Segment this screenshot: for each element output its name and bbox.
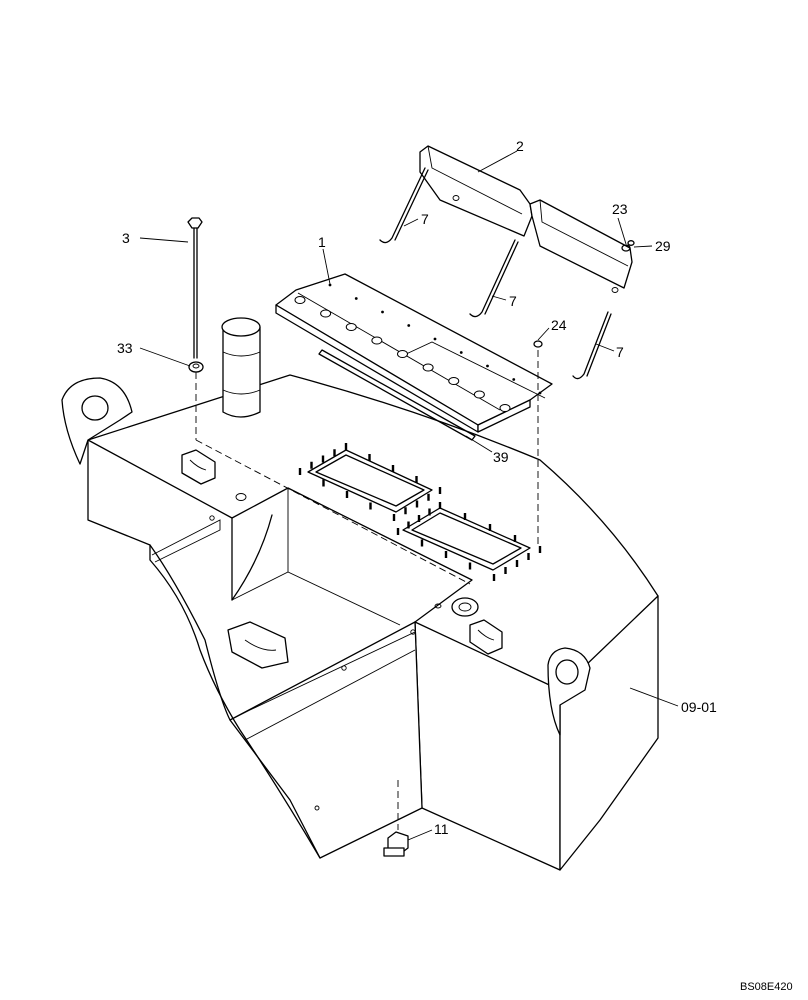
- access-opening-left: [307, 449, 433, 513]
- plate-hole: [345, 323, 357, 331]
- plate-hole-small: [512, 378, 516, 381]
- plate-hole: [499, 404, 511, 412]
- lifting-lug-left: [61, 377, 133, 465]
- top-bracket-right: [469, 619, 503, 655]
- plate-hole-small: [538, 391, 542, 395]
- rivet: [410, 629, 416, 635]
- callout-3: 3: [122, 230, 130, 246]
- cover-plate: [275, 273, 553, 433]
- fill-port: [451, 597, 479, 617]
- plate-hole: [397, 350, 408, 358]
- dipstick-hole: [235, 493, 247, 501]
- plate-hole: [320, 309, 332, 318]
- callout-24: 24: [551, 317, 567, 333]
- counterweight-body: [87, 374, 659, 871]
- plate-hole-small: [433, 337, 437, 341]
- plate-hole: [422, 363, 434, 372]
- filter-canister: [221, 317, 261, 418]
- rivet: [314, 805, 320, 811]
- bolt-hole: [434, 603, 442, 609]
- plate-hole: [294, 296, 306, 304]
- hanger-rod: [572, 311, 612, 380]
- callout-7: 7: [616, 344, 624, 360]
- drawing-code: BS08E420: [740, 981, 793, 993]
- callout-2: 2: [516, 138, 524, 154]
- plate-hole-small: [381, 310, 384, 314]
- callout-11: 11: [434, 821, 449, 837]
- bracket-assembly: [419, 145, 633, 293]
- rivet: [209, 515, 215, 521]
- plate-hole-small: [486, 364, 489, 368]
- plate-hole-small: [407, 324, 411, 327]
- lifting-lug-right: [547, 647, 591, 736]
- drain-plug: [383, 831, 409, 857]
- callout-29: 29: [655, 238, 671, 254]
- plate-hole-small: [328, 283, 332, 287]
- plate-hole: [448, 377, 460, 385]
- dipstick: [187, 217, 203, 359]
- leader-lines: [139, 150, 679, 841]
- rivet: [341, 665, 347, 671]
- floor-bracket: [227, 621, 289, 669]
- washer: [188, 361, 204, 373]
- callout-39: 39: [493, 449, 509, 465]
- hidden-line: [195, 439, 471, 585]
- callout-7: 7: [421, 211, 429, 227]
- plate-hole: [473, 390, 485, 399]
- callout-23: 23: [612, 201, 628, 217]
- callout-1: 1: [318, 234, 326, 250]
- callout-7: 7: [509, 293, 517, 309]
- plate-hole: [371, 336, 383, 345]
- hanger-rod: [469, 239, 519, 318]
- nut-24: [533, 340, 543, 348]
- plate-hole-small: [459, 351, 463, 354]
- top-bracket-left: [181, 449, 216, 485]
- access-opening-right: [402, 507, 531, 571]
- callout-09-01: 09-01: [681, 699, 717, 715]
- mounting-studs: [298, 443, 542, 581]
- callout-33: 33: [117, 340, 133, 356]
- hanger-rod: [379, 167, 429, 244]
- nut: [621, 240, 635, 252]
- plate-hole-small: [354, 297, 358, 300]
